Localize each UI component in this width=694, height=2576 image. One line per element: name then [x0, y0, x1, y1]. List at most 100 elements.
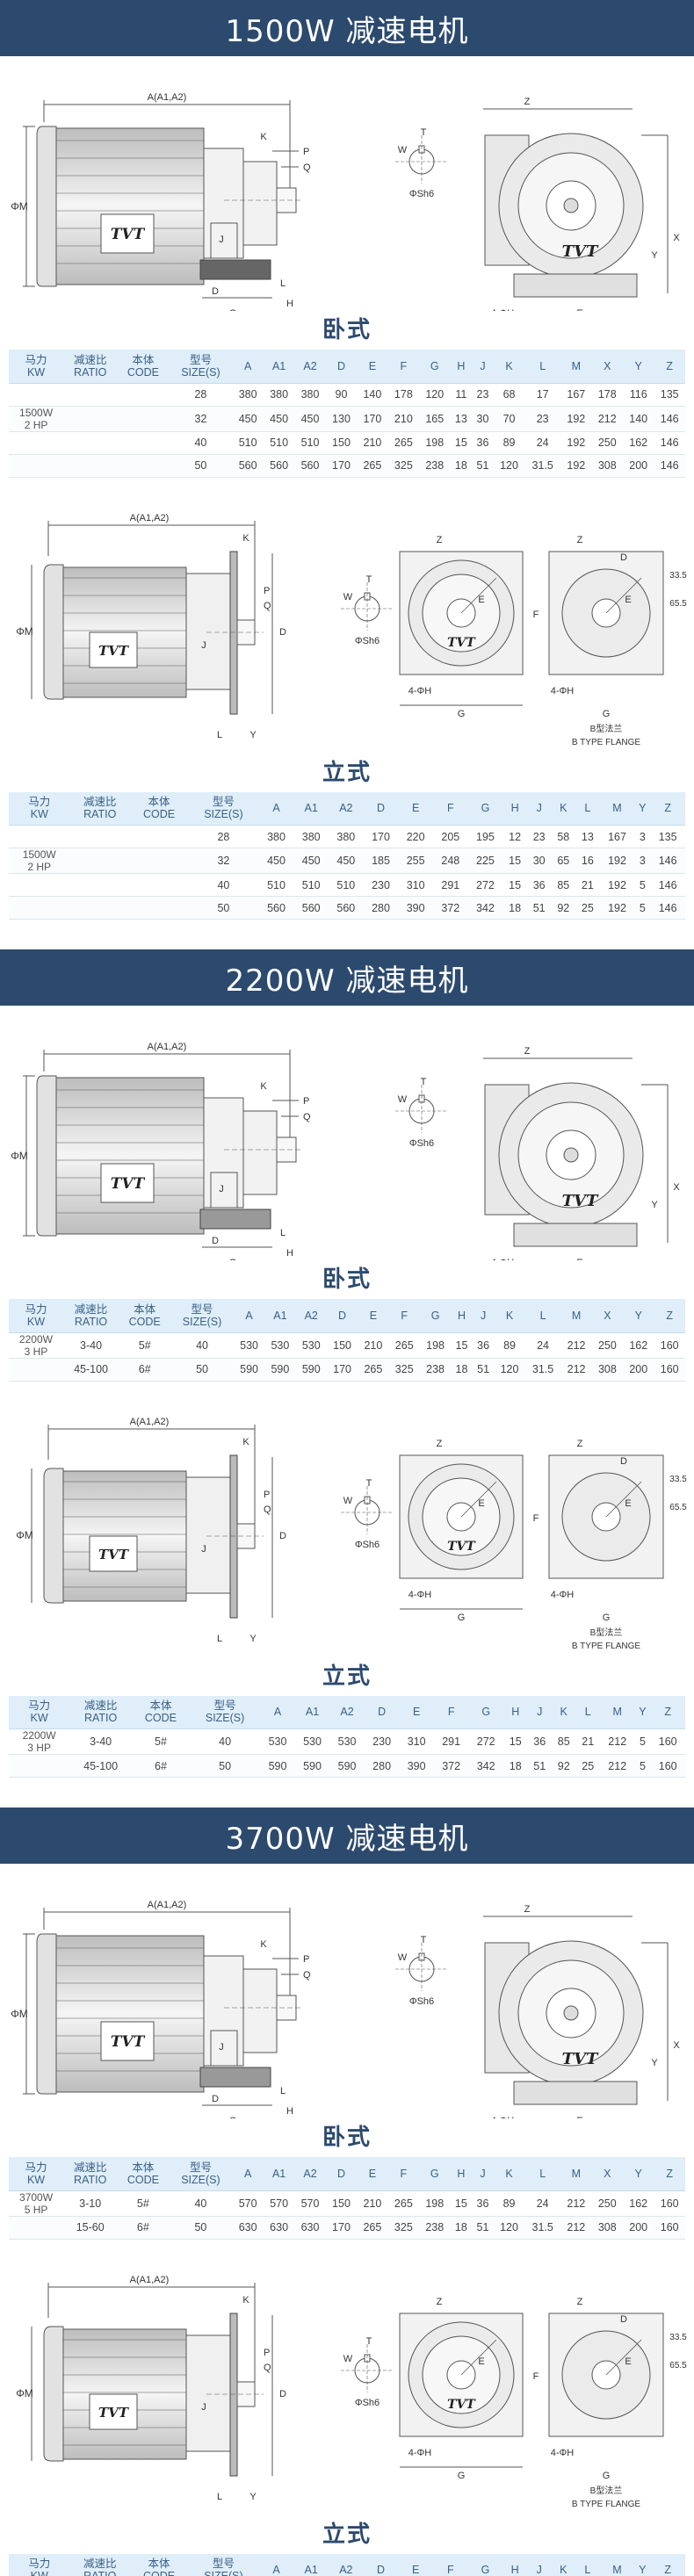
- horizontal-side-view: A(A1,A2)TVTΦMPQKJDGLH: [11, 1042, 311, 1260]
- table-cell: 220: [398, 825, 433, 848]
- column-header: K: [551, 791, 576, 826]
- column-header: X: [591, 1299, 624, 1333]
- table-cell: 5: [634, 896, 651, 920]
- column-header: A2: [329, 2553, 364, 2576]
- table-cell: 162: [622, 431, 654, 455]
- brand-logo-text: TVT: [111, 2033, 146, 2051]
- table-cell: 36: [472, 1332, 495, 1359]
- table-cell: [9, 896, 70, 920]
- table-cell: [69, 825, 130, 848]
- column-header: J: [527, 1695, 552, 1729]
- table-cell: 92: [551, 896, 576, 920]
- column-header: J: [472, 2157, 494, 2191]
- table-cell: [9, 431, 64, 455]
- table-cell: 630: [232, 2216, 264, 2240]
- dim-z-label: Z: [524, 1904, 531, 1915]
- dim-4h-label: 4-ΦH: [491, 308, 515, 311]
- table-cell: 146: [654, 406, 685, 432]
- table-cell: 380: [294, 383, 326, 407]
- table-cell: 380: [329, 825, 364, 848]
- table-cell: 265: [387, 2190, 420, 2217]
- column-header: A: [260, 1695, 295, 1729]
- brand-logo-text: TVT: [562, 242, 599, 261]
- table-cell: [9, 1754, 70, 1778]
- dim-d-label: D: [620, 2314, 627, 2325]
- horizontal-drawing-svg: A(A1,A2)TVTΦMPQKJDGLHTWΦSh6ZTVTXYEF4-ΦH: [11, 92, 680, 311]
- table-cell: 40: [188, 873, 259, 897]
- table-cell: 3-10: [63, 2190, 118, 2217]
- table-cell: 200: [622, 454, 654, 478]
- table-cell: 590: [294, 1754, 330, 1778]
- table-cell: 165: [419, 406, 451, 432]
- dim-z-label: Z: [577, 535, 583, 545]
- column-header: G: [419, 2157, 451, 2191]
- table-cell: 590: [295, 1358, 327, 1382]
- dim-w-label: W: [343, 592, 353, 603]
- table-cell: [117, 431, 170, 455]
- column-header: K: [551, 1695, 576, 1729]
- table-cell: 250: [591, 2190, 623, 2217]
- table-cell: 230: [364, 1728, 400, 1755]
- table-cell: 21: [575, 873, 600, 897]
- horizontal-heading: 卧式: [322, 317, 372, 343]
- column-header: A1: [263, 350, 295, 384]
- table-cell: 325: [387, 2216, 420, 2240]
- horizontal-front-view: ZTVTXYEF4-ΦH: [483, 97, 680, 311]
- table-cell: 12: [502, 825, 527, 848]
- dim-y-label: Y: [249, 730, 257, 740]
- table-cell: 89: [493, 2190, 525, 2217]
- dim-k-label: K: [260, 1081, 267, 1092]
- dim-p-label: P: [303, 1954, 309, 1965]
- table-cell: 195: [467, 825, 503, 848]
- column-header: H: [450, 2157, 473, 2191]
- table-cell: 15: [450, 2190, 473, 2217]
- dim-l-label: L: [280, 278, 286, 289]
- table-cell: 120: [493, 2216, 525, 2240]
- table-cell: 146: [654, 454, 685, 478]
- dim-a-label: A(A1,A2): [148, 1900, 187, 1910]
- dim-q-label: Q: [303, 162, 311, 173]
- table-cell: [9, 454, 64, 478]
- column-header: A2: [294, 350, 326, 384]
- table-cell: 212: [560, 1332, 592, 1359]
- dim-65-5-label: 65.5: [669, 2361, 687, 2370]
- column-header: J: [526, 791, 552, 826]
- column-header: H: [502, 2553, 527, 2576]
- table-cell: 51: [472, 2216, 494, 2240]
- dim-h-label: H: [286, 299, 293, 309]
- table-cell: 212: [560, 2216, 592, 2240]
- table-cell: 308: [591, 1358, 624, 1382]
- table-cell: 590: [329, 1754, 365, 1778]
- table-cell: 130: [325, 406, 358, 432]
- dim-phi-s-label: ΦSh6: [355, 2398, 380, 2408]
- column-header: G: [419, 350, 451, 384]
- table-cell: [63, 406, 118, 432]
- table-cell: 192: [560, 406, 592, 432]
- column-header: L: [575, 2553, 600, 2576]
- horizontal-heading: 卧式: [322, 2125, 372, 2151]
- table-cell: 3-40: [69, 1728, 132, 1755]
- flange-en-label: B TYPE FLANGE: [572, 738, 641, 747]
- column-header: M: [599, 2553, 635, 2576]
- dim-phi-s-label: ΦSh6: [409, 1996, 434, 2007]
- dim-phi-s-label: ΦSh6: [355, 636, 380, 646]
- dim-z-label: Z: [437, 2297, 443, 2307]
- table-cell: 510: [232, 431, 264, 455]
- table-cell: 291: [433, 1728, 469, 1755]
- column-header: A2: [295, 1299, 327, 1333]
- column-header: G: [467, 2553, 503, 2576]
- table-cell: 192: [599, 848, 635, 874]
- vertical-heading: 立式: [322, 1663, 372, 1690]
- table-cell: 530: [233, 1332, 265, 1359]
- dim-q-label: Q: [264, 601, 271, 611]
- table-cell: 120: [494, 1358, 525, 1382]
- table-cell: 170: [325, 2216, 358, 2240]
- table-cell: 21: [575, 1728, 600, 1755]
- table-cell: 265: [358, 1358, 389, 1382]
